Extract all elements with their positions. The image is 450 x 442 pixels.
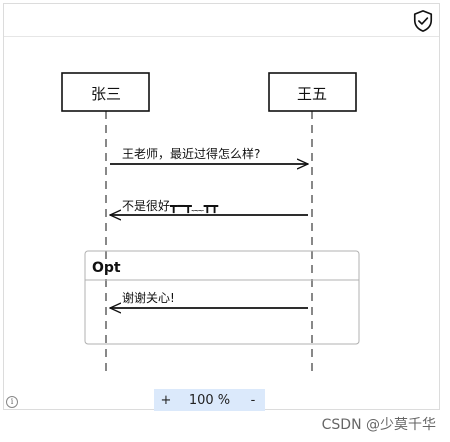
zoom-in-button[interactable]: + [160, 392, 172, 408]
message-label: 不是很好┳━┳﹏┳┳ [122, 199, 219, 214]
opt-fragment[interactable]: Opt [84, 250, 360, 345]
shield-check-icon[interactable] [412, 9, 434, 33]
message-label: 谢谢关心! [122, 290, 175, 305]
fragment-label: Opt [92, 260, 121, 276]
message-1[interactable]: 王老师，最近过得怎么样? [110, 146, 308, 164]
diagram-viewer [3, 3, 440, 410]
participant-label: 张三 [91, 85, 121, 103]
message-2[interactable]: 不是很好┳━┳﹏┳┳ [110, 199, 308, 215]
message-label: 王老师，最近过得怎么样? [122, 146, 260, 161]
info-icon[interactable]: i [6, 396, 18, 408]
watermark-text: CSDN @少莫千华 [321, 417, 436, 433]
message-3[interactable]: 谢谢关心! [110, 290, 308, 308]
participant-label: 王五 [297, 85, 327, 103]
viewer-toolbar [4, 4, 439, 37]
participant-zhangsan[interactable]: 张三 [61, 72, 150, 112]
zoom-control: + 100 % - [154, 389, 265, 411]
zoom-level: 100 % [188, 392, 231, 408]
zoom-out-button[interactable]: - [250, 392, 256, 408]
participant-wangwu[interactable]: 王五 [268, 72, 357, 112]
